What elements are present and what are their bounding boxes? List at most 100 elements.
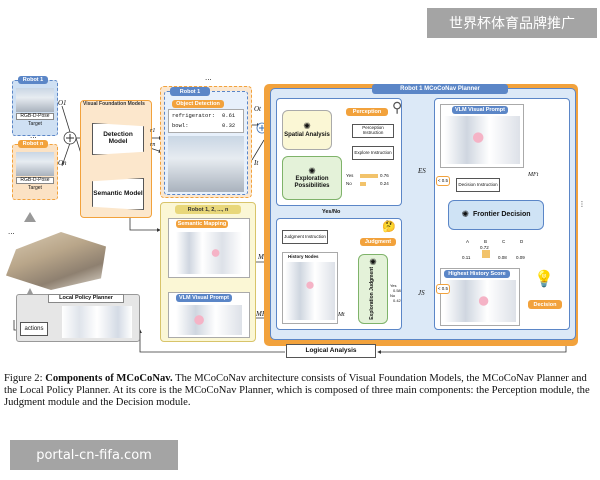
- vlm-prompt-right-image: [444, 116, 520, 164]
- perception-no-bar: [360, 182, 366, 186]
- judgment-instruction-box: Judgment Instruction: [282, 230, 328, 244]
- detection-results-box: [168, 109, 244, 133]
- actions-box: actions: [20, 322, 48, 336]
- choice-c-value: 0.08: [498, 255, 507, 260]
- logical-analysis-box: Logical Analysis: [286, 344, 376, 358]
- judgment-title: Judgment: [360, 238, 396, 246]
- choice-d-letter: D: [520, 239, 524, 244]
- detection-model-box: Detection Model: [92, 123, 144, 155]
- perception-yes-value: 0.76: [380, 173, 389, 178]
- watermark-bottom: portal-cn-fifa.com: [10, 440, 178, 470]
- obs-1-symbol: O1: [58, 99, 67, 107]
- history-nodes-label: History Nodes: [288, 254, 319, 259]
- local-policy-map: [62, 306, 132, 338]
- ot-symbol: Ot: [254, 105, 261, 113]
- vfm-title: Visual Foundation Models: [83, 101, 145, 107]
- js-symbol: JS: [418, 289, 425, 297]
- decision-instruction-box: Decision Instruction: [456, 178, 500, 192]
- mt-symbol-left: Mt: [258, 253, 266, 261]
- robot-n-rgb-image: [16, 152, 54, 176]
- openai-icon: ✺: [461, 209, 469, 220]
- det-item-1-name: refrigerator:: [172, 112, 215, 119]
- watermark-top: 世界杯体育品牌推广: [427, 8, 597, 38]
- house-ellipsis: ...: [8, 227, 15, 236]
- choice-b-bar: [482, 250, 490, 258]
- perception-yes-label: Yes: [346, 173, 354, 178]
- semantic-mapping-title: Semantic Mapping: [176, 220, 228, 228]
- highest-history-title: Highest History Score: [444, 270, 510, 278]
- choice-d-value: 0.09: [516, 255, 525, 260]
- perception-no-value: 0.24: [380, 181, 389, 186]
- choice-a-value: 0.11: [462, 255, 471, 260]
- robot-1-pose-label: RGB-D-Pose: [16, 113, 54, 120]
- choice-a-letter: A: [466, 239, 470, 244]
- robot-group-title: Robot 1, 2, ..., n: [175, 205, 241, 214]
- openai-icon: ✺: [303, 121, 311, 132]
- rn-symbol: rn: [150, 142, 156, 148]
- highest-history-map: [444, 280, 516, 322]
- perception-title: Perception: [346, 108, 388, 116]
- yes-no-label: Yes/No: [322, 209, 341, 215]
- threshold-top-badge: < 0.5: [436, 176, 450, 186]
- caption-text: The MCoCoNav architecture consists of Vi…: [4, 373, 590, 409]
- det-item-2-score: 0.32: [222, 122, 236, 129]
- local-policy-title: Local Policy Planner: [48, 294, 124, 303]
- perception-no-label: No: [346, 181, 352, 186]
- robot-n-title: Robot n: [18, 140, 48, 148]
- lightbulb-icon: 💡: [534, 271, 554, 288]
- explore-instruction-box: Explore Instruction: [352, 146, 394, 160]
- robot-n-target-label: Target: [28, 184, 42, 191]
- perception-yes-bar: [360, 174, 378, 178]
- robots-ellipsis: ...: [30, 131, 37, 140]
- robot1-top-ellipsis: ...: [205, 73, 212, 82]
- vlm-prompt-left-title: VLM Visual Prompt: [176, 294, 232, 302]
- exploration-judgment-label: Exploration Judgment: [369, 267, 376, 321]
- exploration-possibilities-label: Exploration Possibilities: [294, 176, 330, 189]
- magnifier-icon: ⚲: [392, 99, 403, 115]
- choice-b-letter: B: [484, 239, 488, 244]
- mft-symbol-left: MFt: [256, 310, 269, 318]
- spatial-analysis-box: ✺ Spatial Analysis: [282, 110, 332, 150]
- figure-caption: Figure 2: Components of MCoCoNav. The MC…: [4, 373, 598, 410]
- det-item-2-name: bowl:: [172, 122, 189, 129]
- mt-symbol-right: Mt: [338, 312, 345, 318]
- openai-icon: ✺: [308, 165, 316, 176]
- frontier-decision-label: Frontier Decision: [472, 211, 531, 219]
- planner-title: Robot 1 MCoCoNav Planner: [372, 84, 508, 94]
- robot-n-pose-label: RGB-D-Pose: [16, 177, 54, 184]
- exploration-possibilities-box: ✺ Exploration Possibilities: [282, 156, 342, 200]
- judgment-no-label: No: [390, 293, 396, 298]
- choice-b-value: 0.72: [480, 245, 489, 250]
- history-nodes-map: [285, 262, 335, 320]
- obs-n-symbol: On: [58, 159, 67, 167]
- mft-symbol-right: MFt: [528, 172, 539, 178]
- threshold-bottom-badge: < 0.5: [436, 284, 450, 294]
- semantic-model-box: Semantic Model: [92, 178, 144, 210]
- openai-icon: ✺: [369, 256, 377, 267]
- judgment-yes-value: 0.58: [393, 288, 401, 293]
- caption-fig-label: Figure 2:: [4, 373, 43, 384]
- caption-bold: Components of MCoCoNav.: [45, 373, 173, 384]
- robot-1-rgb-image: [16, 88, 54, 112]
- judgment-yes-label: Yes: [390, 283, 397, 288]
- vlm-prompt-left-image: [176, 305, 242, 335]
- robot-1-title: Robot 1: [18, 76, 48, 84]
- det-item-1-score: 0.61: [222, 112, 236, 119]
- robot-1-target-label: Target: [28, 120, 42, 127]
- perception-instruction-box: Perception Instruction: [352, 124, 394, 138]
- planner-right-ellipsis: ...: [579, 200, 589, 208]
- exploration-judgment-box: ✺ Exploration Judgment: [358, 254, 388, 324]
- object-detection-title: Object Detection: [172, 100, 224, 108]
- vlm-prompt-right-title: VLM Visual Prompt: [452, 106, 508, 114]
- decision-tag: Decision: [528, 300, 562, 309]
- choice-c-letter: C: [502, 239, 506, 244]
- frontier-decision-box: ✺ Frontier Decision: [448, 200, 544, 230]
- thinking-icon: 🤔: [382, 221, 396, 233]
- robot1-scene-image: [168, 136, 244, 192]
- semantic-map-image: [176, 232, 242, 274]
- spatial-analysis-label: Spatial Analysis: [284, 131, 330, 138]
- it-symbol: It: [254, 159, 259, 167]
- r1-symbol: r1: [150, 128, 156, 134]
- robot1-top-title: Robot 1: [170, 87, 210, 96]
- es-symbol: ES: [418, 167, 426, 175]
